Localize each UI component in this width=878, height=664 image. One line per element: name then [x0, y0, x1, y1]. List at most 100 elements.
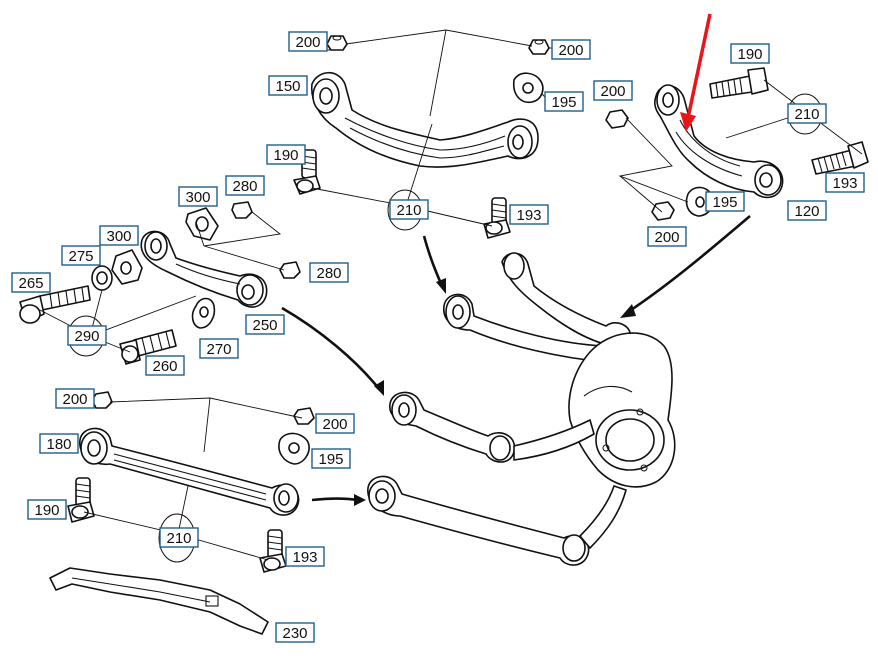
bolt-193-b [811, 141, 869, 175]
callout-text: 195 [712, 194, 737, 211]
callout-text: 275 [68, 248, 93, 265]
callout-210-c210c: 210 [159, 527, 199, 548]
callout-box [787, 200, 827, 221]
callout-text: 120 [794, 203, 819, 220]
callout-box [39, 433, 79, 454]
callout-box [266, 144, 306, 165]
callout-text: 150 [275, 78, 300, 95]
tension-strut-180 [79, 427, 300, 516]
callout-text: 280 [232, 178, 257, 195]
underbody-panel-230 [49, 567, 269, 635]
callout-280-c280a: 280 [225, 175, 265, 196]
callout-193-c193a: 193 [509, 204, 549, 225]
callout-text: 250 [252, 317, 277, 334]
callout-text: 193 [516, 207, 541, 224]
callout-210-c210a: 210 [389, 199, 429, 220]
callout-text: 190 [737, 46, 762, 63]
highlight-arrow [680, 13, 712, 132]
callout-text: 210 [794, 106, 819, 123]
callout-box [551, 39, 591, 60]
nut-280-b [279, 261, 301, 279]
callout-200-c200b: 200 [551, 39, 591, 60]
upper-control-arm-150 [311, 71, 539, 168]
flow-arrows [281, 215, 751, 506]
callout-193-c193c: 193 [285, 546, 325, 567]
callout-box [99, 225, 139, 246]
callout-190-c190c: 190 [27, 499, 67, 520]
callout-box [199, 338, 239, 359]
bolt-193-c [259, 529, 287, 573]
callout-195-c195b: 195 [705, 191, 745, 212]
callout-text: 200 [322, 416, 347, 433]
nut-200-b [528, 39, 550, 55]
callout-text: 200 [600, 83, 625, 100]
callout-180-c180: 180 [39, 433, 79, 454]
washer-280-a [231, 201, 253, 219]
callout-text: 270 [206, 341, 231, 358]
nut-200-f [293, 407, 315, 425]
callout-box [311, 448, 351, 469]
callout-text: 290 [74, 328, 99, 345]
callout-text: 195 [318, 451, 343, 468]
callout-box [268, 75, 308, 96]
callout-190-c190a: 190 [730, 43, 770, 64]
callout-box [67, 325, 107, 346]
callout-box [389, 199, 429, 220]
callout-text: 300 [106, 228, 131, 245]
eccentric-washer-275 [91, 265, 113, 291]
callout-box [61, 245, 101, 266]
callout-text: 200 [558, 42, 583, 59]
callout-text: 193 [292, 549, 317, 566]
callout-text: 210 [166, 530, 191, 547]
nut-200-c [605, 109, 629, 129]
leader-lines [39, 29, 863, 561]
callout-230-c230: 230 [275, 622, 315, 643]
callout-text: 300 [185, 189, 210, 206]
assembled-suspension-view [367, 252, 676, 566]
callout-box [705, 191, 745, 212]
callout-box [647, 226, 687, 247]
callout-265-c265: 265 [11, 272, 51, 293]
callout-text: 280 [316, 265, 341, 282]
callout-200-c200c: 200 [593, 80, 633, 101]
callout-210-c210b: 210 [787, 103, 827, 124]
callout-200-c200d: 200 [647, 226, 687, 247]
callout-text: 230 [282, 625, 307, 642]
callout-260-c260: 260 [145, 355, 185, 376]
callout-text: 265 [18, 275, 43, 292]
callout-box [544, 91, 584, 112]
callout-text: 190 [34, 502, 59, 519]
callout-text: 260 [152, 358, 177, 375]
callout-200-c200e: 200 [55, 388, 95, 409]
callout-box [27, 499, 67, 520]
callout-box [159, 527, 199, 548]
callout-box [245, 314, 285, 335]
callout-text: 200 [62, 391, 87, 408]
callout-box [55, 388, 95, 409]
nut-200-d [651, 201, 675, 221]
callout-box [275, 622, 315, 643]
callout-text: 200 [295, 34, 320, 51]
callout-270-c270: 270 [199, 338, 239, 359]
nut-200-e [91, 391, 113, 409]
upper-control-arm-120 [654, 84, 784, 199]
callout-150-c150: 150 [268, 75, 308, 96]
callout-120-c120: 120 [787, 200, 827, 221]
bracket-300-a [111, 249, 143, 285]
camber-strut-250 [140, 230, 268, 308]
callout-box [225, 175, 265, 196]
callout-box [309, 262, 349, 283]
eccentric-washer-195-c [278, 432, 310, 465]
callout-text: 195 [551, 94, 576, 111]
callout-box [285, 546, 325, 567]
bolt-190-a [293, 149, 321, 195]
callout-195-c195a: 195 [544, 91, 584, 112]
nut-200-a [326, 35, 348, 51]
callout-193-c193b: 193 [825, 172, 865, 193]
callout-text: 190 [273, 147, 298, 164]
callout-300-c300b: 300 [99, 225, 139, 246]
callout-190-c190b: 190 [266, 144, 306, 165]
callout-290-c290: 290 [67, 325, 107, 346]
callout-text: 193 [832, 175, 857, 192]
